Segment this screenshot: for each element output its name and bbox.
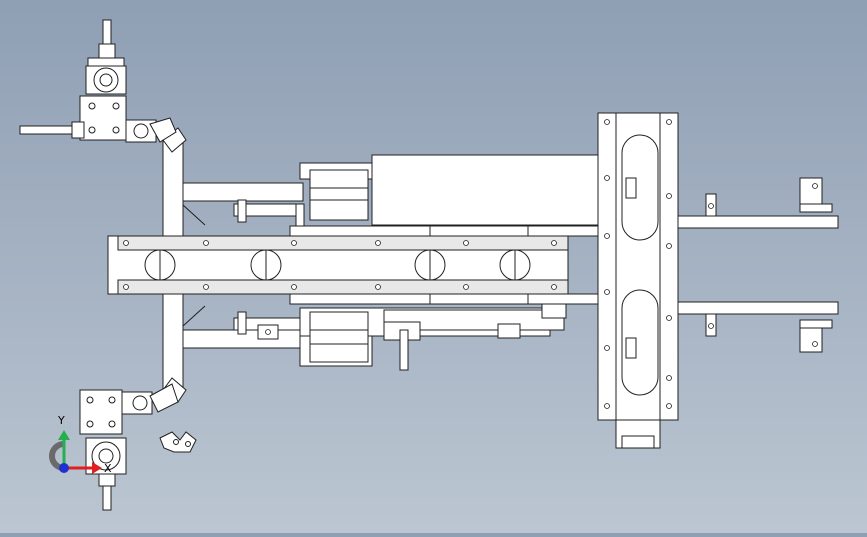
top-caster-assembly xyxy=(19,19,177,143)
bolt-holes xyxy=(123,119,818,409)
right-arms xyxy=(677,177,839,353)
lower-mount-plates xyxy=(233,299,567,371)
y-axis-arrowhead xyxy=(58,430,70,440)
central-conveyor xyxy=(107,225,601,305)
x-axis-label: X xyxy=(104,462,112,475)
right-column xyxy=(597,112,679,449)
z-axis-dot xyxy=(59,463,69,473)
loose-bracket xyxy=(159,431,197,453)
upper-mount-plates xyxy=(233,154,601,235)
bottom-caster-assembly xyxy=(79,383,179,511)
x-axis-arrowhead xyxy=(92,462,102,474)
y-axis-label: Y xyxy=(57,414,65,427)
coordinate-triad: Y X xyxy=(49,414,112,475)
